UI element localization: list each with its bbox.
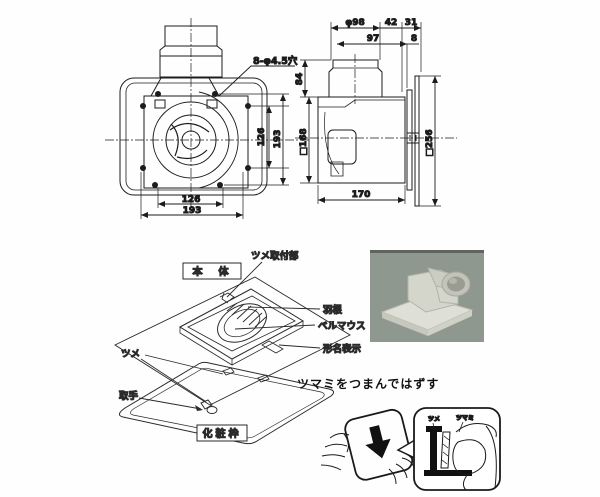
scroll-curve	[325, 112, 339, 174]
clip-cross-section	[424, 426, 472, 476]
frame-clip-1	[223, 368, 234, 375]
bellmouth-ring	[211, 296, 273, 350]
side-duct	[329, 60, 382, 97]
pinching-fingers	[453, 424, 496, 490]
blade-label: 羽根	[323, 304, 343, 316]
impeller-hatch	[227, 303, 266, 327]
decorative-frame	[119, 362, 333, 443]
duct-shoulder	[151, 78, 219, 96]
dim-body-sq: □168	[299, 128, 309, 155]
decorative-frame-inner	[130, 368, 324, 438]
frame-label-box	[197, 425, 247, 441]
body-flange	[180, 289, 303, 359]
duct-outline	[160, 26, 222, 77]
dim-outer-h: 193	[183, 206, 202, 216]
motor-outline	[328, 130, 356, 164]
frame-clip-2	[258, 375, 269, 382]
scroll-arc	[199, 92, 238, 188]
bellmouth-leader	[235, 325, 315, 329]
blade-1	[170, 123, 209, 132]
holes-leader-line	[219, 66, 295, 96]
panel-clip-detail	[407, 133, 419, 143]
callout-label-b: ツマミ	[456, 415, 474, 422]
callout-tail	[398, 440, 415, 458]
hub-circle	[182, 131, 200, 149]
dim-e: 84	[295, 73, 305, 86]
side-body-step	[318, 100, 405, 107]
model-leader	[279, 345, 320, 348]
exploded-view-drawing: 本 体 ツメ取付部 羽根 ベルマウス 形名表示 ツメ 取手 化粧枠	[55, 250, 366, 497]
side-view-drawing: φ98 42 31 97 8 84 □168 170 □256	[295, 18, 465, 217]
dim-a: 42	[385, 18, 398, 28]
clip-leader-2	[145, 355, 223, 374]
outer-frame	[120, 78, 267, 195]
photo-base-side	[428, 310, 472, 336]
product-photo	[370, 250, 484, 342]
blade-2	[171, 124, 178, 156]
holes-label: 8-φ4.5穴	[253, 55, 298, 67]
dim-duct-dia: φ98	[345, 18, 365, 28]
handle-knob	[201, 400, 212, 409]
handle-knob-2	[207, 407, 217, 414]
dim-d: 8	[411, 34, 417, 44]
callout-label-a: ツメ	[428, 416, 440, 423]
model-label: 形名表示	[323, 343, 362, 355]
dim-depth: 170	[352, 190, 371, 200]
ceiling-panel	[115, 277, 350, 405]
body-label-box	[183, 263, 241, 279]
body-flange-inner	[188, 296, 295, 351]
clip-label: ツメ	[121, 349, 140, 360]
down-arrow-icon	[365, 425, 391, 459]
dim-c: 97	[367, 34, 380, 44]
photo-base-front	[382, 312, 428, 336]
blade-leader	[248, 307, 320, 309]
photo-duct-highlight	[449, 278, 457, 284]
clip-mount-label: ツメ取付部	[251, 250, 299, 262]
right-hand	[389, 454, 415, 484]
handle-label: 取手	[119, 390, 139, 402]
outer-frame-inner-line	[126, 83, 262, 190]
clip-mount-detail	[220, 293, 234, 303]
model-plate	[262, 341, 283, 353]
bellmouth-opening	[220, 304, 265, 343]
body-label: 本 体	[193, 265, 232, 278]
removal-illustration: ツメ ツマミ	[318, 398, 505, 495]
clip-left	[155, 100, 165, 108]
clip-right	[207, 100, 217, 108]
bellmouth-circle	[153, 102, 229, 178]
photo-body-edge	[436, 286, 458, 304]
body-thickness	[180, 327, 232, 365]
frame-label: 化粧枠	[203, 427, 242, 440]
clip-leader-1	[141, 359, 205, 401]
dim-panel-sq: □256	[425, 129, 435, 156]
clip-mount-leader	[227, 262, 262, 297]
dim-b: 31	[405, 18, 418, 28]
mounting-holes	[140, 91, 251, 188]
bellmouth-label: ベルマウス	[318, 321, 366, 332]
left-hand	[321, 434, 349, 470]
instruction-text: ツマミをつまんではずす	[297, 377, 440, 391]
terminal-box	[331, 162, 343, 176]
handle-leader	[139, 398, 201, 409]
photo-duct-opening	[447, 276, 465, 292]
blade-3	[177, 150, 207, 158]
dim-inner-v: 126	[257, 128, 267, 147]
dim-outer-v: 193	[273, 130, 283, 149]
side-body	[318, 97, 405, 183]
panel-being-removed	[343, 408, 414, 482]
impeller-circle	[166, 115, 216, 165]
dim-inner-h: 126	[182, 195, 201, 205]
mounting-flange	[144, 96, 248, 188]
front-view-drawing: 8-φ4.5穴 126 193 126 193	[103, 16, 313, 231]
